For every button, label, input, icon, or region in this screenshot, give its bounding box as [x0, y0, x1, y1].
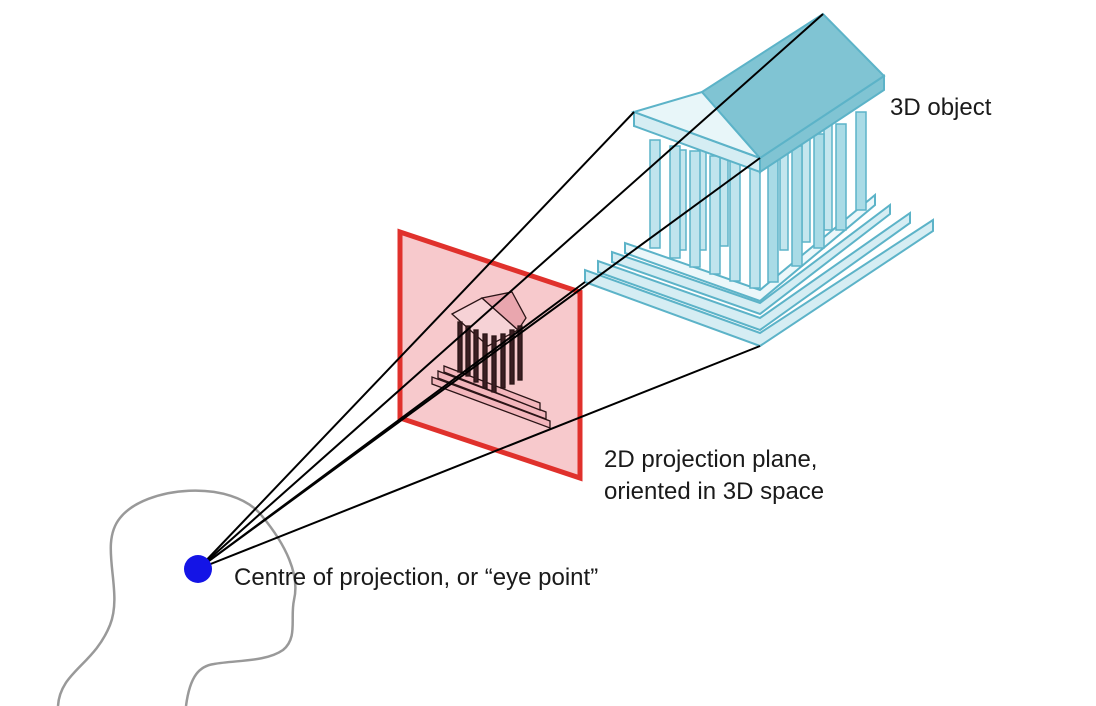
- head-outline: [56, 489, 297, 706]
- temple-step: [597, 211, 911, 332]
- eye-point-label: Centre of projection, or “eye point”: [234, 564, 599, 591]
- projection-line: [197, 281, 586, 570]
- projection-line: [197, 111, 635, 570]
- temple-front-columns: [649, 139, 761, 289]
- temple-step-top: [624, 192, 876, 303]
- temple-roof: [700, 12, 886, 160]
- projection-line: [197, 13, 824, 570]
- object-label: 3D object: [890, 94, 992, 121]
- eye-point: [184, 555, 212, 583]
- projection-plane-label-line2: oriented in 3D space: [604, 478, 825, 505]
- projection-lines: [197, 13, 824, 570]
- temple-step: [611, 202, 891, 316]
- projection-plane-label-line1: 2D projection plane,: [604, 446, 818, 473]
- temple-side-columns: [767, 111, 867, 283]
- projection-plane-label: 2D projection plane, oriented in 3D spac…: [604, 444, 824, 508]
- projection-line: [197, 345, 761, 570]
